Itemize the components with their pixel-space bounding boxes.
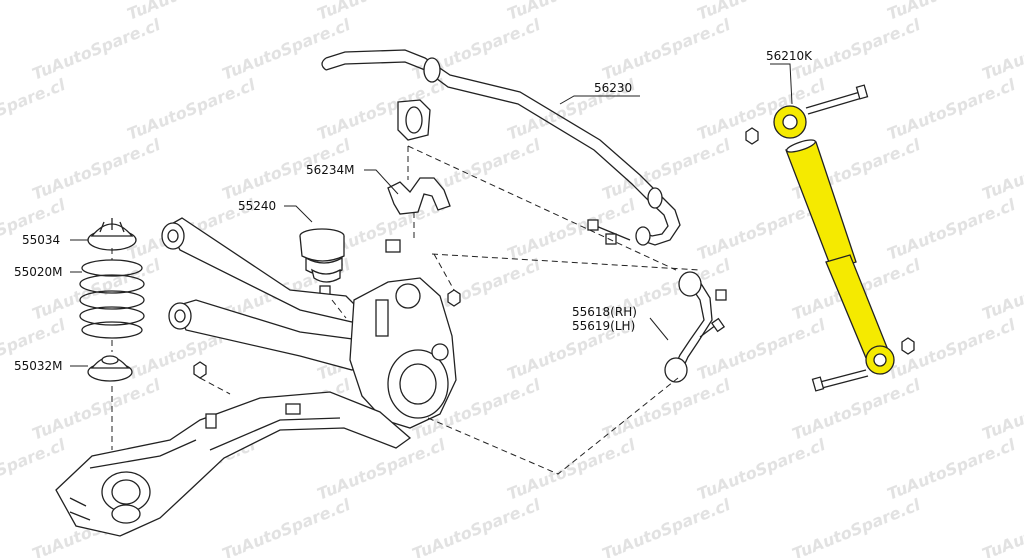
shock-absorber <box>745 84 915 392</box>
watermark-text: TuAutoSpare.cl <box>979 255 1024 324</box>
watermark-text: TuAutoSpare.cl <box>0 75 68 144</box>
rear-knuckle <box>349 277 461 429</box>
watermark-text: TuAutoSpare.cl <box>0 195 68 264</box>
watermark-text: TuAutoSpare.cl <box>599 135 733 204</box>
label-55240: 55240 <box>238 199 276 213</box>
watermark-text: TuAutoSpare.cl <box>219 15 353 84</box>
watermark-text: TuAutoSpare.cl <box>979 375 1024 444</box>
watermark-text: TuAutoSpare.cl <box>504 195 638 264</box>
label-56230: 56230 <box>594 81 632 95</box>
upper-link-arm <box>161 217 363 323</box>
upper-spring-seat <box>87 218 137 251</box>
reference-lines <box>111 145 701 475</box>
watermark-text: TuAutoSpare.cl <box>884 195 1018 264</box>
bump-stop <box>299 228 345 301</box>
watermark-text: TuAutoSpare.cl <box>694 435 828 504</box>
watermark-text: TuAutoSpare.cl <box>29 135 163 204</box>
watermark-text: TuAutoSpare.cl <box>219 495 353 558</box>
label-55618-rh: 55618(RH) <box>572 305 637 319</box>
label-56210k: 56210K <box>766 49 813 63</box>
label-55619-lh: 55619(LH) <box>572 319 635 333</box>
label-55034: 55034 <box>22 233 60 247</box>
watermark-text: TuAutoSpare.cl <box>409 495 543 558</box>
rear-subframe <box>55 391 412 537</box>
watermark-text: TuAutoSpare.cl <box>314 435 448 504</box>
watermark-text: TuAutoSpare.cl <box>599 15 733 84</box>
watermark-text: TuAutoSpare.cl <box>29 375 163 444</box>
stabilizer-bracket <box>385 177 451 253</box>
watermark-text: TuAutoSpare.cl <box>0 315 68 384</box>
label-55032m: 55032M <box>14 359 63 373</box>
watermark-text: TuAutoSpare.cl <box>29 15 163 84</box>
label-55020m: 55020M <box>14 265 63 279</box>
watermark-text: TuAutoSpare.cl <box>599 375 733 444</box>
part-labels: 56230 56210K 56234M 55240 55034 55020M 5… <box>14 49 813 373</box>
lower-spring-seat <box>87 355 133 382</box>
leader-lines <box>70 63 793 367</box>
watermark-text: TuAutoSpare.cl <box>979 15 1024 84</box>
lower-link-arm <box>168 299 373 379</box>
watermark-text: TuAutoSpare.cl <box>504 435 638 504</box>
watermark-text: TuAutoSpare.cl <box>0 0 68 24</box>
label-56234m: 56234M <box>306 163 355 177</box>
watermark-text: TuAutoSpare.cl <box>979 495 1024 558</box>
watermark-text: TuAutoSpare.cl <box>789 495 923 558</box>
watermark-text: TuAutoSpare.cl <box>979 135 1024 204</box>
watermark-text: TuAutoSpare.cl <box>599 495 733 558</box>
stabilizer-bar <box>321 49 681 246</box>
stabilizer-connecting-rod <box>587 219 727 383</box>
watermark-text: TuAutoSpare.cl <box>884 75 1018 144</box>
watermark-text: TuAutoSpare.cl <box>694 75 828 144</box>
watermark-text: TuAutoSpare.cl <box>884 435 1018 504</box>
watermark-text: TuAutoSpare.cl <box>789 375 923 444</box>
stabilizer-bushing <box>397 99 431 141</box>
watermark-text: TuAutoSpare.cl <box>124 75 258 144</box>
